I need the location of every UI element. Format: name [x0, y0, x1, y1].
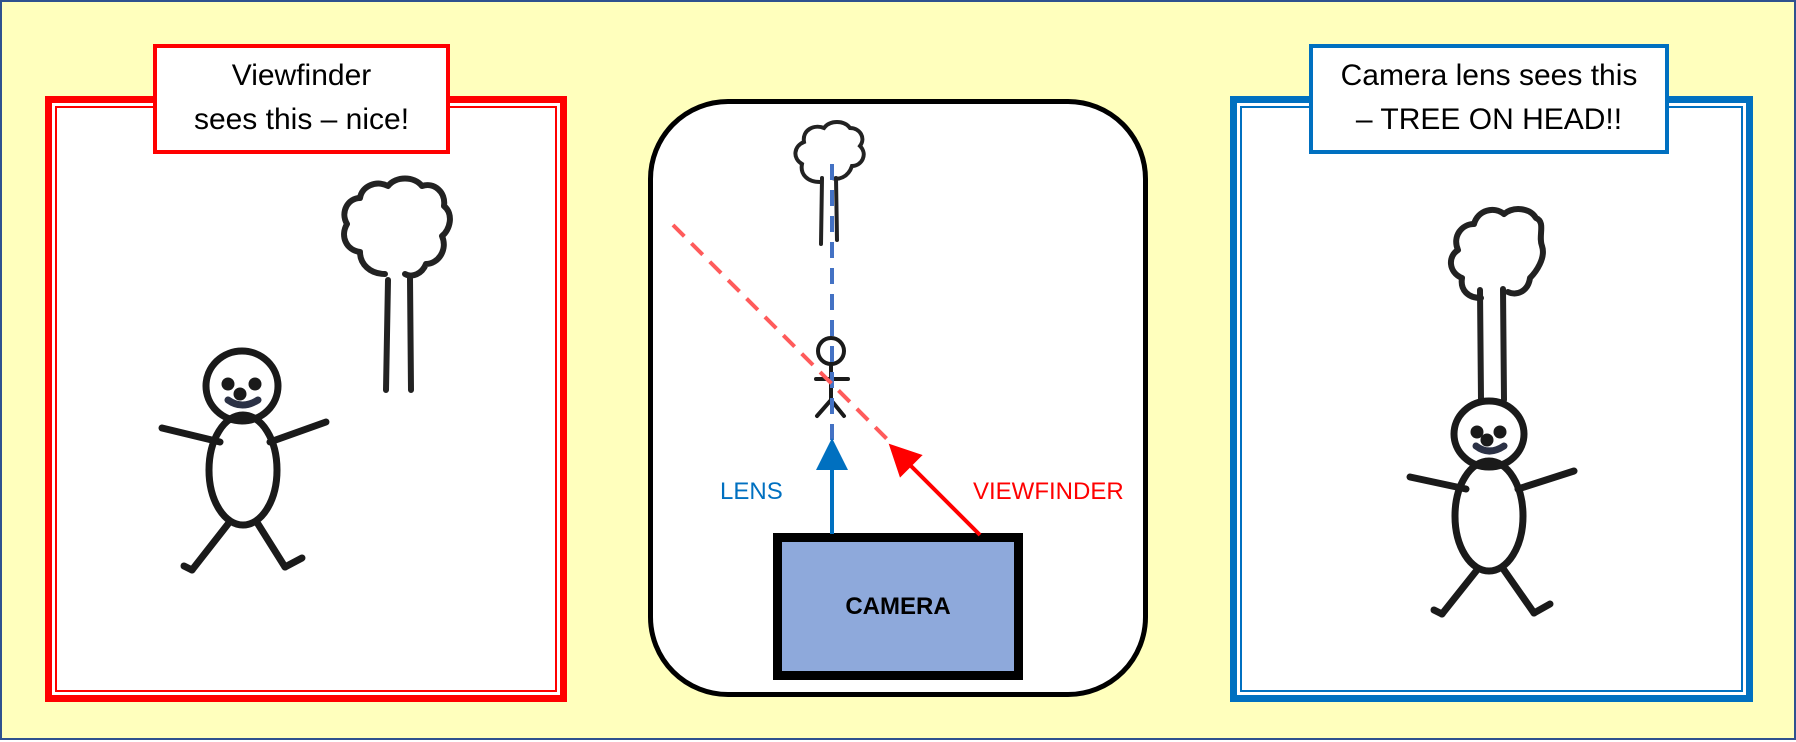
- viewfinder-view-frame: [45, 96, 567, 702]
- smiling-person-icon: [158, 347, 330, 574]
- viewfinder-sight-line: [671, 223, 890, 442]
- callout-line-2: sees this – nice!: [193, 103, 410, 136]
- camera-label: CAMERA: [845, 592, 951, 620]
- callout-line-1: Camera lens sees this: [1340, 59, 1638, 92]
- viewfinder-callout: Viewfinder sees this – nice!: [153, 44, 450, 154]
- tree-on-head-icon: [1448, 206, 1546, 403]
- person-under-tree-icon: [1406, 397, 1578, 618]
- viewfinder-label: VIEWFINDER: [973, 478, 1124, 505]
- camera-box: CAMERA: [773, 533, 1023, 680]
- tree-icon: [341, 175, 453, 393]
- lens-label: LENS: [720, 478, 783, 505]
- callout-line-2: – TREE ON HEAD!!: [1355, 103, 1623, 136]
- lens-callout: Camera lens sees this – TREE ON HEAD!!: [1309, 44, 1669, 154]
- small-tree-icon: [793, 120, 866, 246]
- callout-line-1: Viewfinder: [231, 59, 372, 92]
- viewfinder-arrow: [888, 443, 982, 537]
